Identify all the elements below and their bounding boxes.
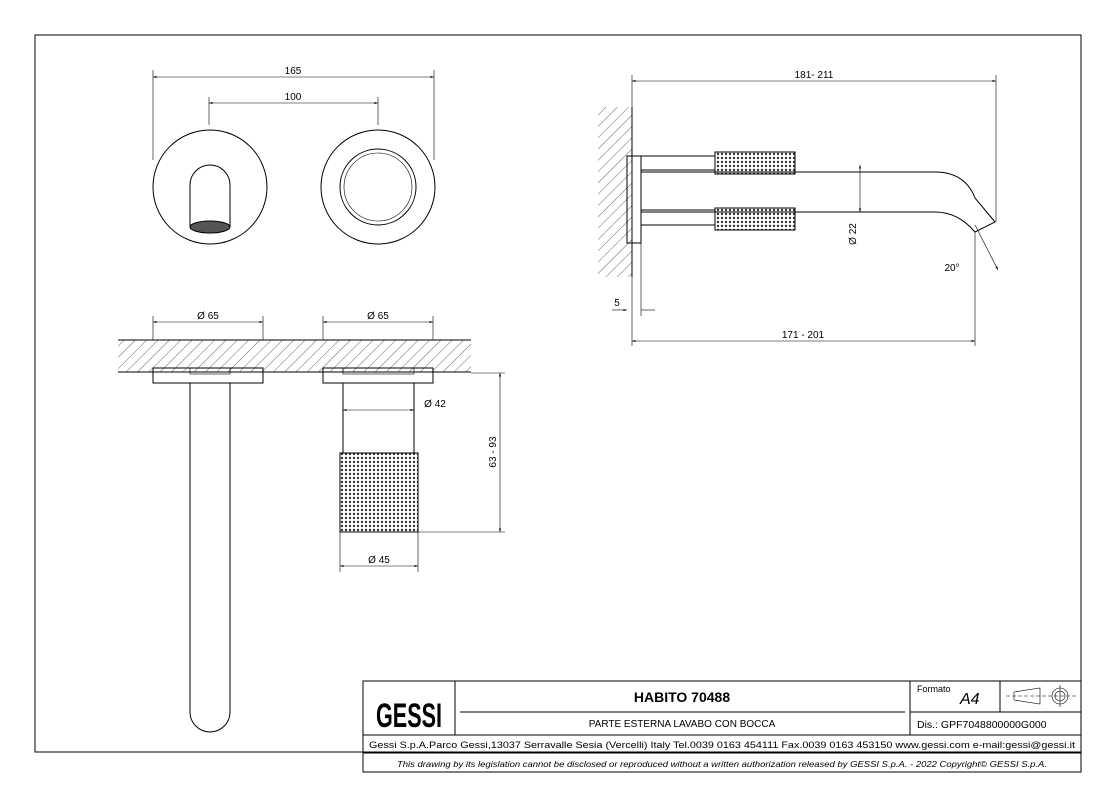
- dim-handle: Ø 45: [368, 555, 390, 566]
- handle-stem: [342, 382, 415, 454]
- dim-spout-diameter: Ø 22: [848, 223, 859, 245]
- drawing-number: Dis.: GPF7048800000G000: [917, 719, 1047, 731]
- handle-knurl: [339, 452, 419, 533]
- spout-pipe: [189, 383, 231, 733]
- dim-stem: Ø 42: [424, 399, 446, 410]
- handle-rosette: [320, 129, 436, 245]
- plan-section: Ø 65 Ø 65 Ø 42 Ø 45 63 - 93: [118, 311, 505, 733]
- copyright-disclaimer: This drawing by its legislation cannot b…: [397, 759, 1047, 769]
- drawing-frame: [34, 34, 1082, 753]
- dim-side-projection: 171 - 201: [782, 330, 825, 341]
- handle-outer: [339, 148, 417, 226]
- dim-spout-angle: 20°: [944, 263, 959, 274]
- company-info: Gessi S.p.A.Parco Gessi,13037 Serravalle…: [369, 740, 1075, 751]
- wall-side: [598, 107, 632, 277]
- dim-flange-right: Ø 65: [367, 311, 389, 322]
- title-block: GESSI HABITO 70488 PARTE ESTERNA LAVABO …: [362, 680, 1082, 773]
- drawing-title: HABITO 70488: [634, 689, 730, 705]
- dim-front-spacing: 100: [285, 92, 302, 103]
- dim-flange-left: Ø 65: [197, 311, 219, 322]
- spout-front: [189, 164, 231, 227]
- wall-section: [118, 340, 471, 372]
- knurl-lower: [714, 207, 796, 231]
- format-label: Formato: [917, 684, 951, 694]
- flange-side: [626, 155, 642, 244]
- dim-handle-depth: 63 - 93: [488, 436, 499, 468]
- drawing-subtitle: PARTE ESTERNA LAVABO CON BOCCA: [589, 719, 776, 730]
- side-view: 181- 211 171 - 201 5 Ø 22 20°: [598, 70, 999, 346]
- gessi-logo: GESSI: [376, 697, 442, 735]
- dim-flange-thickness: 5: [614, 298, 620, 309]
- spout-side: [641, 171, 996, 233]
- dim-front-width: 165: [285, 66, 302, 77]
- front-view: 165 100: [152, 66, 436, 245]
- handle-inner: [343, 152, 413, 222]
- dim-side-total: 181- 211: [795, 70, 834, 81]
- format-value: A4: [959, 691, 980, 708]
- spout-rosette: [152, 129, 268, 245]
- spout-outlet: [189, 220, 231, 234]
- knurl-upper: [714, 151, 796, 175]
- projection-symbol-icon: [1006, 685, 1078, 707]
